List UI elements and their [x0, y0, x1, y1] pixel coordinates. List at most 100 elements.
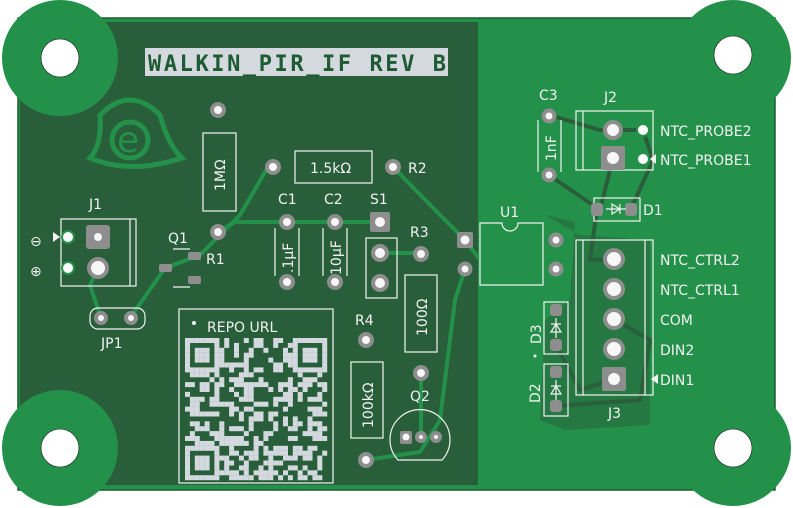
c1-pad[interactable]	[279, 214, 295, 230]
jp1-pad[interactable]	[94, 311, 108, 325]
r4-pad[interactable]	[358, 452, 374, 468]
qr-module	[248, 372, 254, 378]
jp1-pad[interactable]	[124, 311, 138, 325]
qr-module	[302, 377, 308, 383]
qr-module	[243, 475, 249, 481]
j2-test-pad[interactable]	[636, 152, 650, 166]
j3-pad[interactable]	[603, 308, 625, 330]
q2-pad[interactable]	[415, 431, 427, 443]
connector-j3: NTC_CTRL2 NTC_CTRL1 COM DIN2 DIN1 J3	[575, 239, 740, 422]
qr-module	[194, 406, 200, 412]
qr-module	[278, 362, 284, 368]
qr-module	[322, 362, 328, 368]
qr-module	[234, 436, 239, 441]
qr-module	[307, 455, 313, 461]
r1-pad[interactable]	[210, 224, 226, 240]
switch-s1: S1	[365, 192, 398, 299]
qr-module	[312, 338, 318, 343]
r3-pad[interactable]	[413, 246, 429, 262]
q1-pad[interactable]	[188, 252, 201, 260]
u1-pad[interactable]	[457, 261, 473, 277]
qr-module	[273, 401, 279, 407]
qr-module	[307, 357, 313, 363]
qr-module	[194, 460, 200, 466]
c1-pad[interactable]	[279, 274, 295, 290]
qr-module	[185, 470, 190, 476]
qr-module	[322, 382, 328, 388]
qr-module	[248, 387, 254, 392]
qr-module	[322, 357, 328, 363]
d2-pad[interactable]	[550, 400, 562, 412]
qr-module	[287, 426, 293, 432]
qr-module	[302, 450, 308, 456]
connector-j2: J2 NTC_PROBE2 NTC_PROBE1	[575, 90, 752, 171]
r3-pad[interactable]	[413, 365, 429, 381]
u1-pad[interactable]	[548, 261, 564, 277]
qr-module	[199, 382, 205, 388]
qr-module	[224, 455, 230, 461]
qr-module	[253, 416, 259, 422]
qr-module	[229, 362, 235, 368]
c3-pad[interactable]	[541, 167, 557, 183]
qr-module	[243, 372, 249, 378]
c2-pad[interactable]	[327, 214, 343, 230]
qr-module	[214, 470, 220, 476]
j1-test-pad[interactable]	[61, 261, 75, 275]
diode-symbol-icon	[549, 318, 563, 338]
r2-pad[interactable]	[265, 159, 281, 175]
d1-pad[interactable]	[591, 203, 603, 216]
qr-module	[229, 406, 235, 412]
minus-icon: ⊖	[30, 234, 42, 250]
qr-module	[302, 465, 308, 471]
qr-module	[214, 347, 220, 353]
j1-test-pad[interactable]	[61, 230, 75, 244]
qr-module	[283, 396, 288, 402]
transistor-q1: Q1	[159, 231, 201, 288]
qr-module	[307, 450, 313, 456]
qr-module	[185, 362, 190, 368]
s1-pad[interactable]	[371, 244, 389, 262]
j2-pin2-pad[interactable]	[603, 120, 623, 140]
j3-pad[interactable]	[603, 278, 625, 300]
qr-module	[297, 338, 303, 343]
q1-pad[interactable]	[188, 276, 201, 284]
j1-pin2-pad[interactable]	[87, 257, 109, 279]
qr-module	[224, 338, 230, 343]
j2-test-pad[interactable]	[636, 123, 650, 137]
j3-pad[interactable]	[603, 338, 625, 360]
qr-module	[287, 436, 293, 441]
mounting-hole	[40, 428, 80, 468]
c3-pad[interactable]	[541, 108, 557, 124]
c1-value: .1µF	[281, 243, 297, 273]
q1-pad[interactable]	[159, 264, 172, 272]
u1-pad[interactable]	[548, 232, 564, 248]
qr-module	[253, 338, 259, 343]
qr-module	[307, 396, 313, 402]
qr-module	[204, 347, 210, 353]
d1-pad[interactable]	[625, 203, 637, 216]
q2-pad[interactable]	[430, 431, 442, 443]
transistor-q2: Q2	[389, 389, 451, 461]
r4-value: 100kΩ	[361, 382, 377, 428]
qr-module	[214, 411, 220, 417]
d3-pad[interactable]	[550, 339, 562, 351]
r4-pad[interactable]	[358, 332, 374, 348]
d2-pad[interactable]	[550, 366, 562, 378]
r2-pad[interactable]	[385, 159, 401, 175]
qr-module	[322, 342, 328, 348]
d3-pad[interactable]	[550, 304, 562, 316]
s1-label: S1	[370, 192, 388, 208]
j3-pad[interactable]	[603, 248, 625, 270]
qr-module	[204, 426, 210, 432]
qr-module	[204, 465, 210, 471]
s1-pad[interactable]	[371, 274, 389, 292]
qr-module	[185, 342, 190, 348]
r1-pad[interactable]	[210, 102, 226, 118]
c2-pad[interactable]	[327, 274, 343, 290]
qr-module	[297, 367, 303, 373]
j3-pin-label: DIN2	[660, 343, 694, 359]
qr-module	[234, 470, 239, 476]
qr-module	[278, 445, 284, 451]
qr-module	[317, 382, 323, 388]
